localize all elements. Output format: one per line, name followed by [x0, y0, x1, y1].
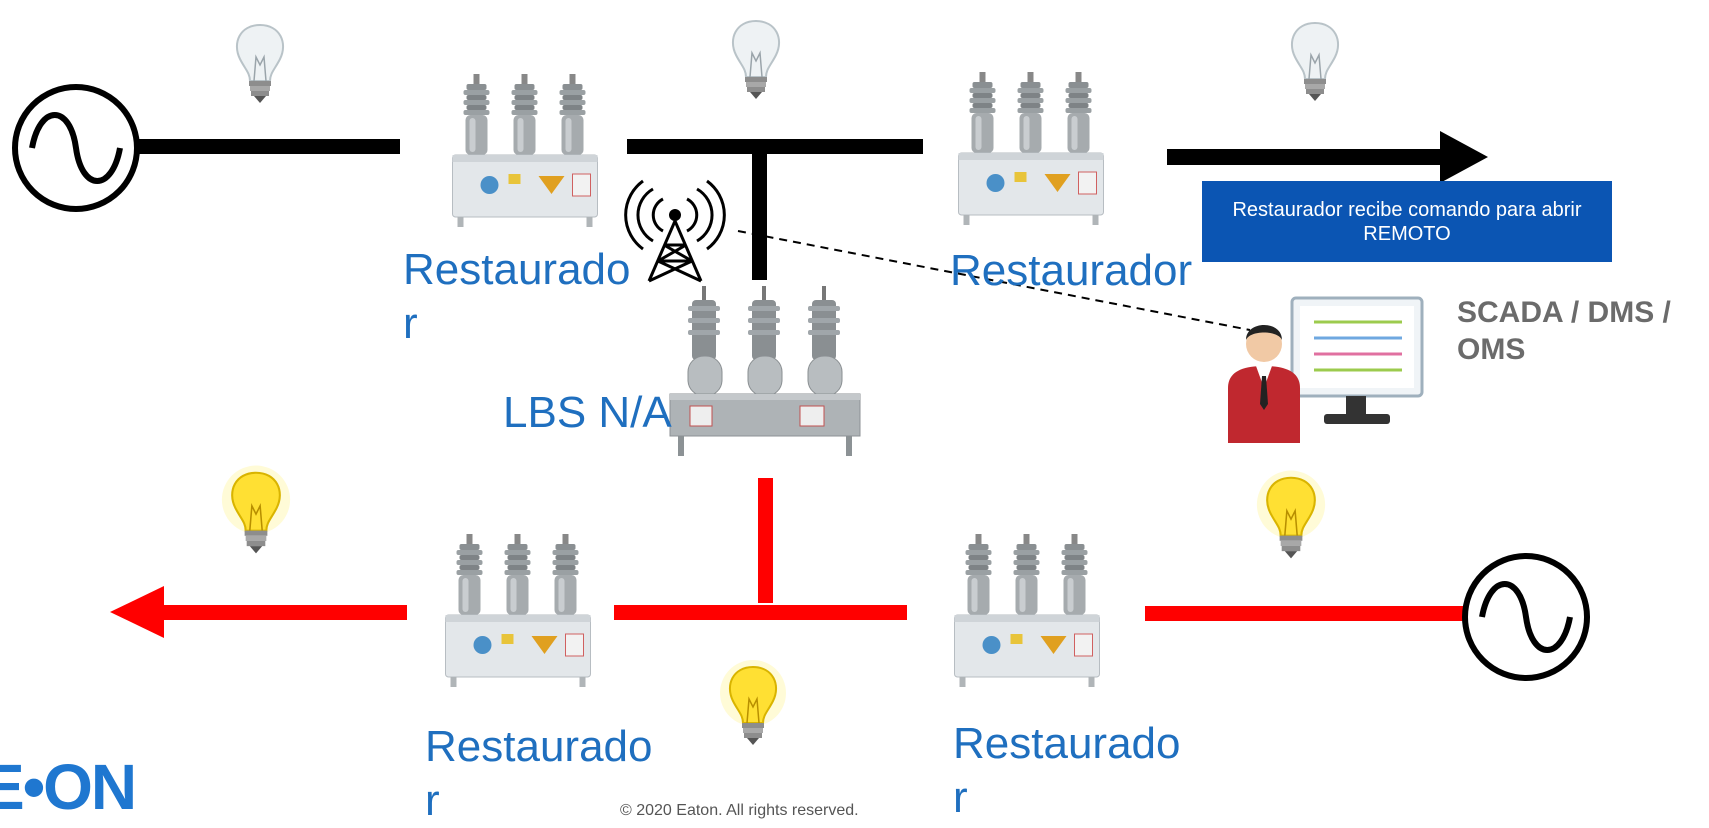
- scada-operator-icon[interactable]: [1228, 296, 1428, 443]
- top-line-mid: [627, 139, 923, 154]
- lbs-switch-icon[interactable]: [669, 286, 861, 461]
- top-line-right: [1167, 149, 1450, 165]
- bottom-line-mid: [614, 605, 907, 620]
- bottom-line-left: [160, 605, 407, 620]
- copyright-footer: © 2020 Eaton. All rights reserved.: [620, 802, 859, 819]
- scada-label: SCADA / DMS / OMS: [1457, 296, 1671, 366]
- restaurador-bottom-right-label: Restaurado r: [953, 719, 1181, 822]
- light-bulb-icon: [731, 20, 781, 100]
- top-line-tap: [752, 150, 767, 280]
- antenna-icon: [624, 179, 726, 283]
- ac-source-icon: [12, 84, 140, 212]
- bottom-line-right: [1145, 606, 1467, 621]
- light-bulb-icon: [220, 464, 292, 555]
- restaurador-top-right-label: Restaurador: [950, 246, 1193, 295]
- light-bulb-icon: [1290, 22, 1340, 102]
- command-callout: Restaurador recibe comando para abrir RE…: [1202, 181, 1612, 262]
- light-bulb-icon: [235, 24, 285, 104]
- light-bulb-icon: [1255, 469, 1327, 560]
- company-logo: E•ON: [0, 751, 137, 823]
- bottom-line-tap: [758, 478, 773, 603]
- top-arrow-head: [1440, 131, 1488, 183]
- callout-text: Restaurador recibe comando para abrir RE…: [1232, 198, 1582, 245]
- bottom-arrow-head: [110, 586, 164, 638]
- lbs-label: LBS N/A: [503, 388, 672, 437]
- light-bulb-icon: [719, 659, 787, 746]
- restaurador-bottom-left-label: Restaurado r: [425, 722, 653, 825]
- ac-source-icon: [1462, 553, 1590, 681]
- restaurador-top-left-label: Restaurado r: [403, 245, 631, 348]
- top-line-left: [137, 139, 400, 154]
